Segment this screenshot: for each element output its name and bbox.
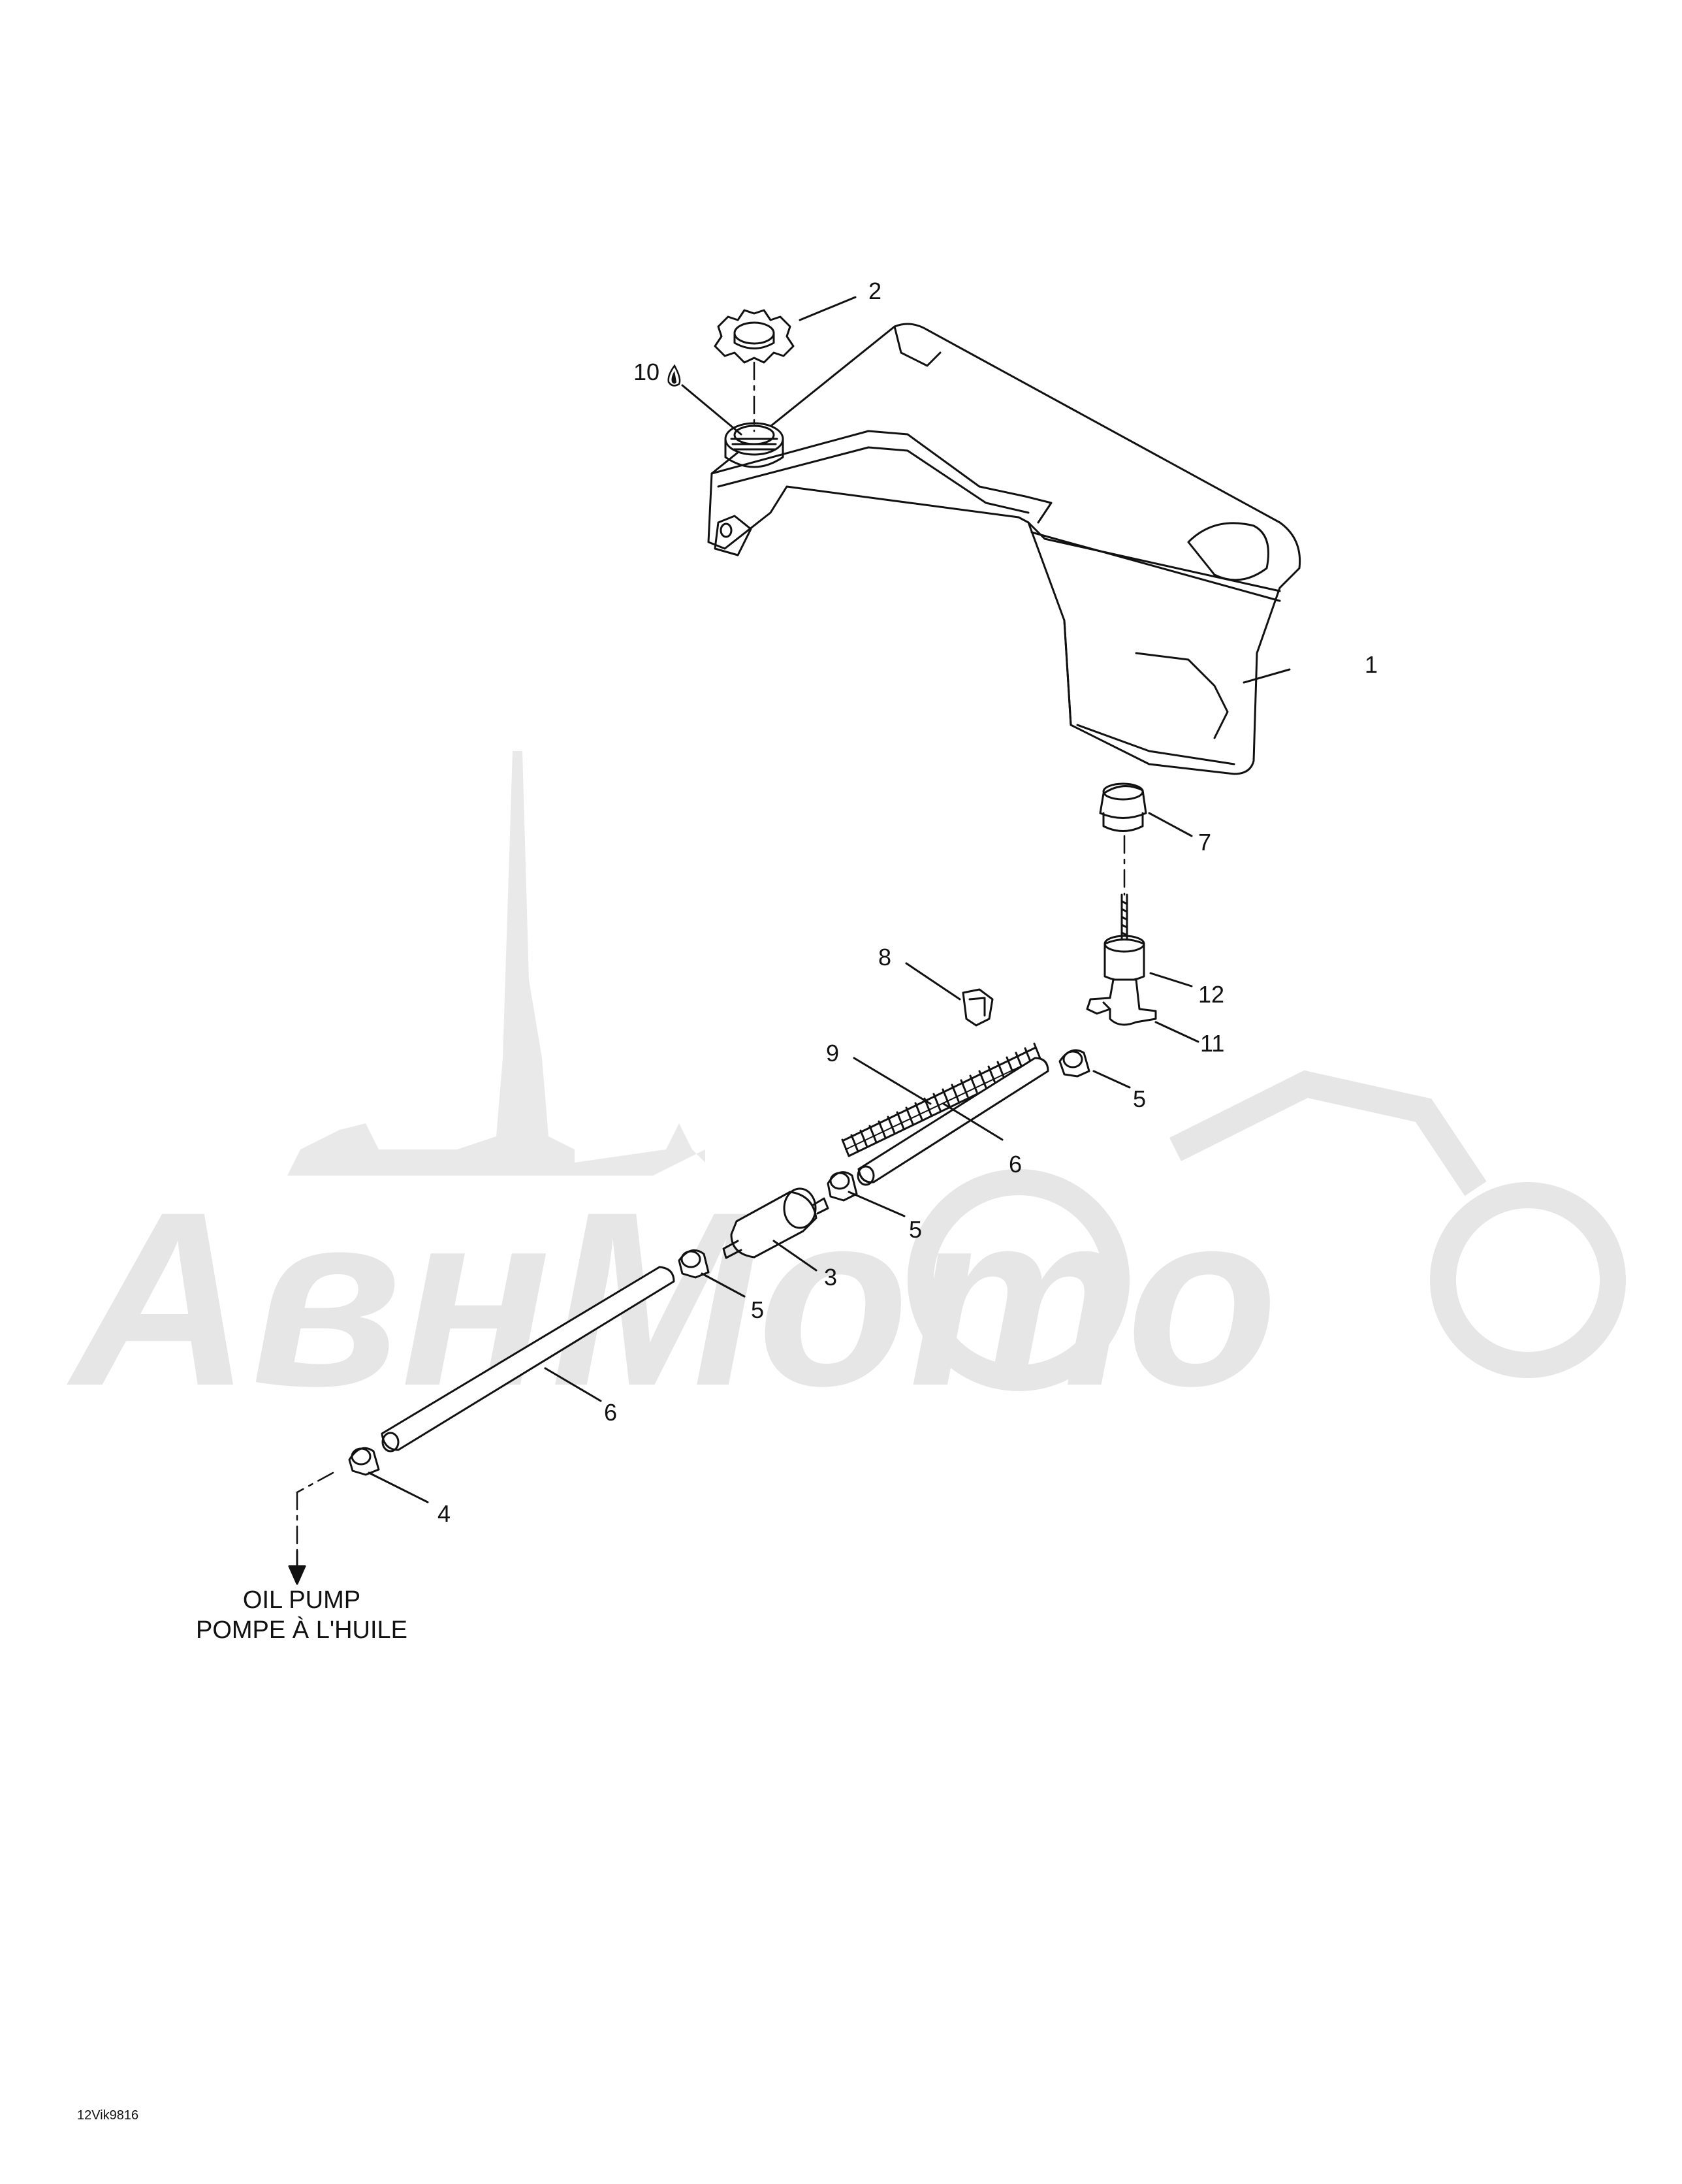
callout-labels: 1 2 3 4 5 5 5 6 6 7 8 9 10 11 12 — [437, 278, 1378, 1527]
watermark-spire — [287, 751, 705, 1176]
drawing-code: 12Vik9816 — [77, 2108, 138, 2123]
center-lines — [296, 361, 1126, 1494]
clamp-lower — [678, 1249, 710, 1279]
oil-tank — [707, 323, 1301, 775]
inline-filter — [722, 1187, 829, 1259]
elbow-fitting — [1086, 978, 1157, 1026]
callout-6-lower: 6 — [604, 1399, 617, 1426]
clamp-upper — [1058, 1049, 1090, 1078]
callout-6-upper: 6 — [1009, 1151, 1022, 1178]
grommet — [1099, 782, 1147, 832]
destination-line-1: OIL PUMP — [243, 1586, 360, 1614]
clamp-bottom — [348, 1447, 380, 1476]
callout-11: 11 — [1200, 1030, 1224, 1057]
callout-7: 7 — [1198, 829, 1211, 856]
hose-lower — [381, 1266, 675, 1453]
flow-arrow — [288, 1491, 306, 1585]
callout-10: 10 — [633, 359, 659, 385]
callout-9: 9 — [826, 1040, 839, 1067]
leader-lines — [368, 296, 1291, 1503]
destination-line-2: POMPE À L'HUILE — [196, 1616, 407, 1644]
outlet-fitting — [1103, 893, 1145, 982]
watermark-motorcycle — [908, 1070, 1626, 1391]
callout-8: 8 — [878, 944, 891, 971]
filler-neck — [724, 422, 784, 468]
callout-1: 1 — [1365, 651, 1378, 678]
callout-12: 12 — [1198, 981, 1224, 1008]
spring — [841, 1042, 1042, 1157]
watermark: АвнМото — [64, 751, 1626, 1437]
hose-upper — [857, 1057, 1049, 1186]
callout-3: 3 — [824, 1264, 837, 1291]
destination-label: OIL PUMP POMPE À L'HUILE — [196, 1586, 407, 1644]
callout-4: 4 — [437, 1500, 451, 1527]
oil-drop-icon-fill — [671, 371, 676, 384]
clip — [962, 988, 994, 1027]
callout-5-upper: 5 — [1133, 1085, 1146, 1112]
callout-2: 2 — [868, 278, 881, 304]
callout-5-middle: 5 — [909, 1216, 922, 1243]
tank-cap — [714, 309, 795, 364]
parts-drawing — [288, 296, 1301, 1585]
clamp-middle — [827, 1171, 858, 1202]
callout-5-lower: 5 — [751, 1296, 764, 1323]
